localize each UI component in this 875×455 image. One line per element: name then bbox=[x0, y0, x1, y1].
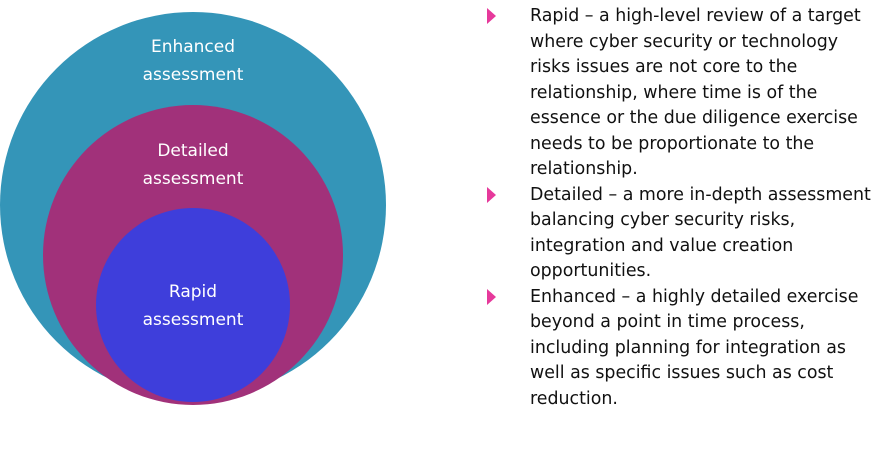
bullet-detailed-text: Detailed – a more in-depth assessment ba… bbox=[530, 184, 871, 282]
detailed-label-line1: Detailed bbox=[157, 141, 228, 161]
detailed-label-line2: assessment bbox=[143, 169, 244, 189]
bullet-rapid-text: Rapid – a high-level review of a target … bbox=[530, 6, 861, 179]
bullet-rapid: Rapid – a high-level review of a target … bbox=[487, 4, 875, 183]
triangle-bullet-icon bbox=[487, 288, 496, 305]
nested-assessment-diagram: Enhanced assessment Detailed assessment … bbox=[0, 12, 386, 405]
bullet-enhanced: Enhanced – a highly detailed exercise be… bbox=[487, 285, 875, 413]
enhanced-label-line2: assessment bbox=[143, 65, 244, 85]
bullet-detailed: Detailed – a more in-depth assessment ba… bbox=[487, 183, 875, 285]
assessment-descriptions-list: Rapid – a high-level review of a target … bbox=[487, 4, 875, 412]
rapid-assessment-circle bbox=[96, 208, 290, 402]
rapid-label-line1: Rapid bbox=[169, 282, 217, 302]
triangle-bullet-icon bbox=[487, 8, 496, 24]
rapid-label-line2: assessment bbox=[143, 310, 244, 330]
enhanced-label-line1: Enhanced bbox=[151, 37, 235, 57]
bullet-enhanced-text: Enhanced – a highly detailed exercise be… bbox=[530, 286, 859, 409]
triangle-bullet-icon bbox=[487, 186, 496, 203]
